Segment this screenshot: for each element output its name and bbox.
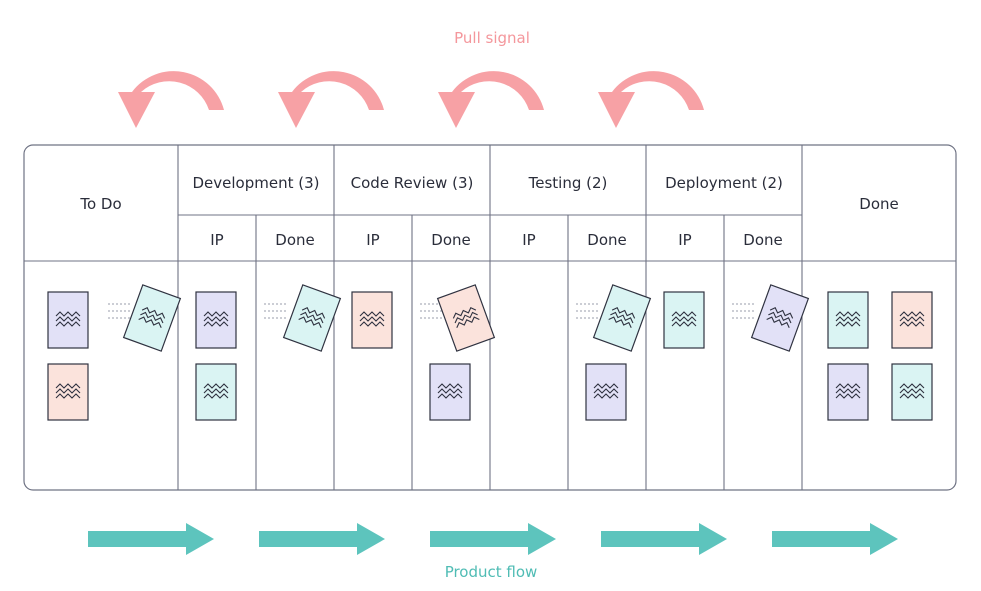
- subcolumn-dev-ip: IP: [210, 231, 223, 249]
- kanban-card: [195, 363, 237, 421]
- pull-arrow-1: [118, 71, 224, 128]
- kanban-card: [585, 363, 627, 421]
- column-header-todo: To Do: [79, 195, 121, 213]
- subcolumn-deploy-done: Done: [743, 231, 782, 249]
- pull-signal-label: Pull signal: [454, 29, 530, 47]
- kanban-card: [429, 363, 471, 421]
- flow-arrow-2: [259, 523, 385, 555]
- product-flow-label: Product flow: [445, 563, 538, 581]
- column-header-development: Development (3): [193, 174, 320, 192]
- kanban-card: [827, 363, 869, 421]
- moving-card: [592, 284, 652, 352]
- subcolumn-testing-done: Done: [587, 231, 626, 249]
- moving-card: [750, 284, 810, 352]
- pull-arrow-2: [278, 71, 384, 128]
- cards: [47, 284, 933, 421]
- pull-arrow-4: [598, 71, 704, 128]
- moving-card: [122, 284, 182, 352]
- kanban-card: [663, 291, 705, 349]
- column-header-done: Done: [859, 195, 898, 213]
- flow-arrow-3: [430, 523, 556, 555]
- flow-arrow-4: [601, 523, 727, 555]
- kanban-card: [891, 363, 933, 421]
- subcolumn-review-done: Done: [431, 231, 470, 249]
- subcolumn-headers: IP Done IP Done IP Done IP Done: [210, 231, 782, 249]
- moving-card: [282, 284, 342, 352]
- pull-signal-arrows: [118, 71, 704, 128]
- kanban-card: [47, 363, 89, 421]
- subcolumn-dev-done: Done: [275, 231, 314, 249]
- subcolumn-testing-ip: IP: [522, 231, 535, 249]
- column-header-testing: Testing (2): [528, 174, 608, 192]
- flow-arrow-1: [88, 523, 214, 555]
- pull-arrow-3: [438, 71, 544, 128]
- flow-arrow-5: [772, 523, 898, 555]
- column-header-code-review: Code Review (3): [351, 174, 474, 192]
- kanban-card: [891, 291, 933, 349]
- subcolumn-review-ip: IP: [366, 231, 379, 249]
- subcolumn-deploy-ip: IP: [678, 231, 691, 249]
- column-headers: To Do Development (3) Code Review (3) Te…: [79, 174, 898, 213]
- kanban-card: [827, 291, 869, 349]
- kanban-card: [195, 291, 237, 349]
- kanban-card: [47, 291, 89, 349]
- column-header-deployment: Deployment (2): [665, 174, 783, 192]
- moving-card: [436, 284, 496, 352]
- product-flow-arrows: [88, 523, 898, 555]
- kanban-card: [351, 291, 393, 349]
